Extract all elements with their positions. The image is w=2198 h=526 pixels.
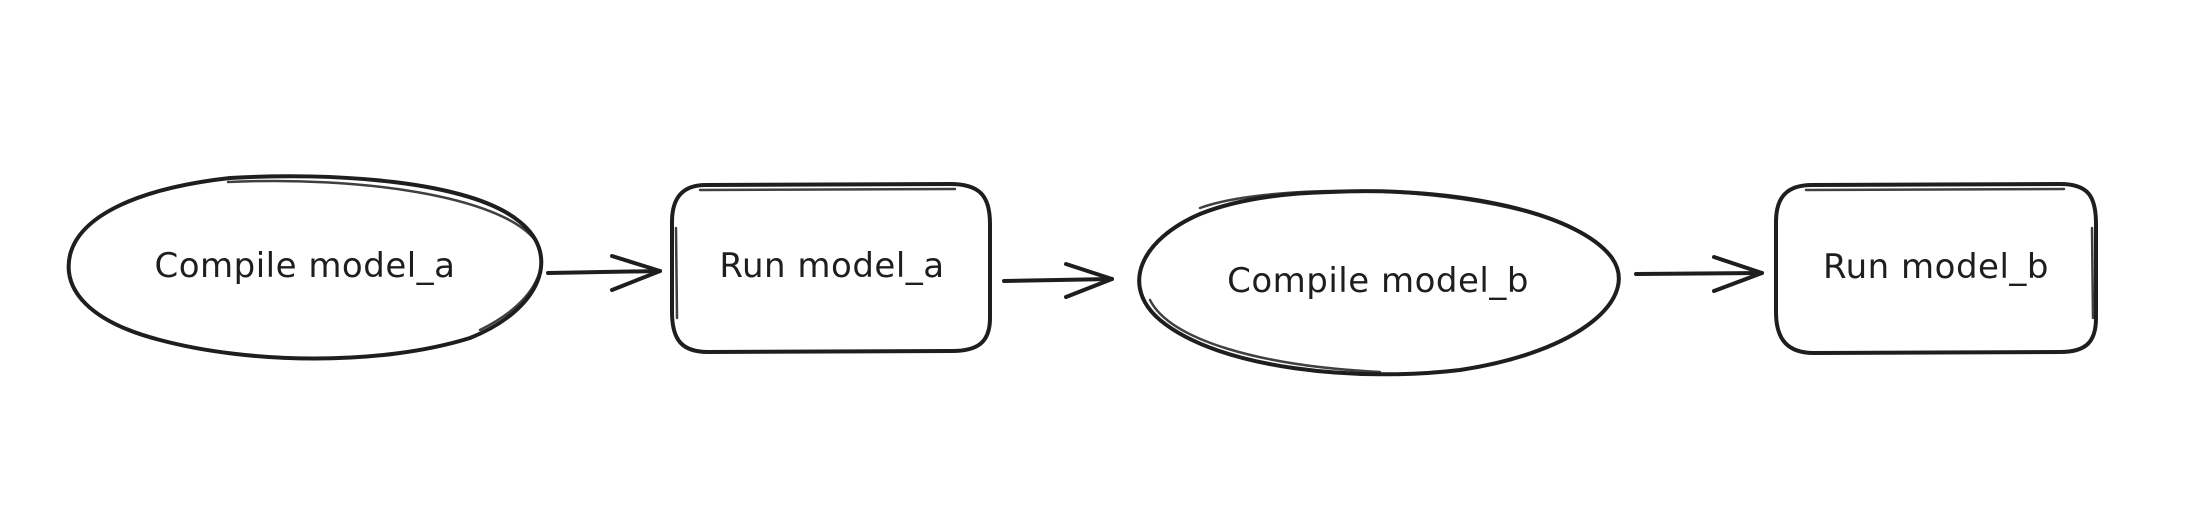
ellipse-sketch-line [1148,189,1562,374]
arrow-head-icon [1064,262,1114,299]
edge-line [546,269,662,275]
node-compile-model-a[interactable]: Compile model_a [66,174,544,361]
node-label: Run model_b [1823,247,2049,287]
node-run-model-a[interactable]: Run model_a [670,182,992,354]
edge-compile-a-to-run-a [546,254,662,292]
rounded-rect-shape [1774,182,2098,355]
arrow-head-icon [1712,255,1764,293]
edge-run-a-to-compile-b [1002,262,1114,299]
ellipse-sketch-line [226,179,543,332]
edge-line [1634,271,1764,276]
edge-line [1002,277,1114,283]
ellipse-shape [66,174,544,361]
node-compile-model-b[interactable]: Compile model_b [1137,189,1621,377]
ellipse-shape [1137,189,1621,377]
rect-sketch-line [1804,187,2095,320]
node-label: Compile model_a [154,246,455,286]
arrow-head-icon [610,254,662,292]
node-run-model-b[interactable]: Run model_b [1774,182,2098,355]
rounded-rect-shape [670,182,992,354]
edge-compile-b-to-run-b [1634,255,1764,293]
node-label: Compile model_b [1227,261,1529,301]
node-label: Run model_a [719,246,944,286]
rect-sketch-line [674,187,957,320]
